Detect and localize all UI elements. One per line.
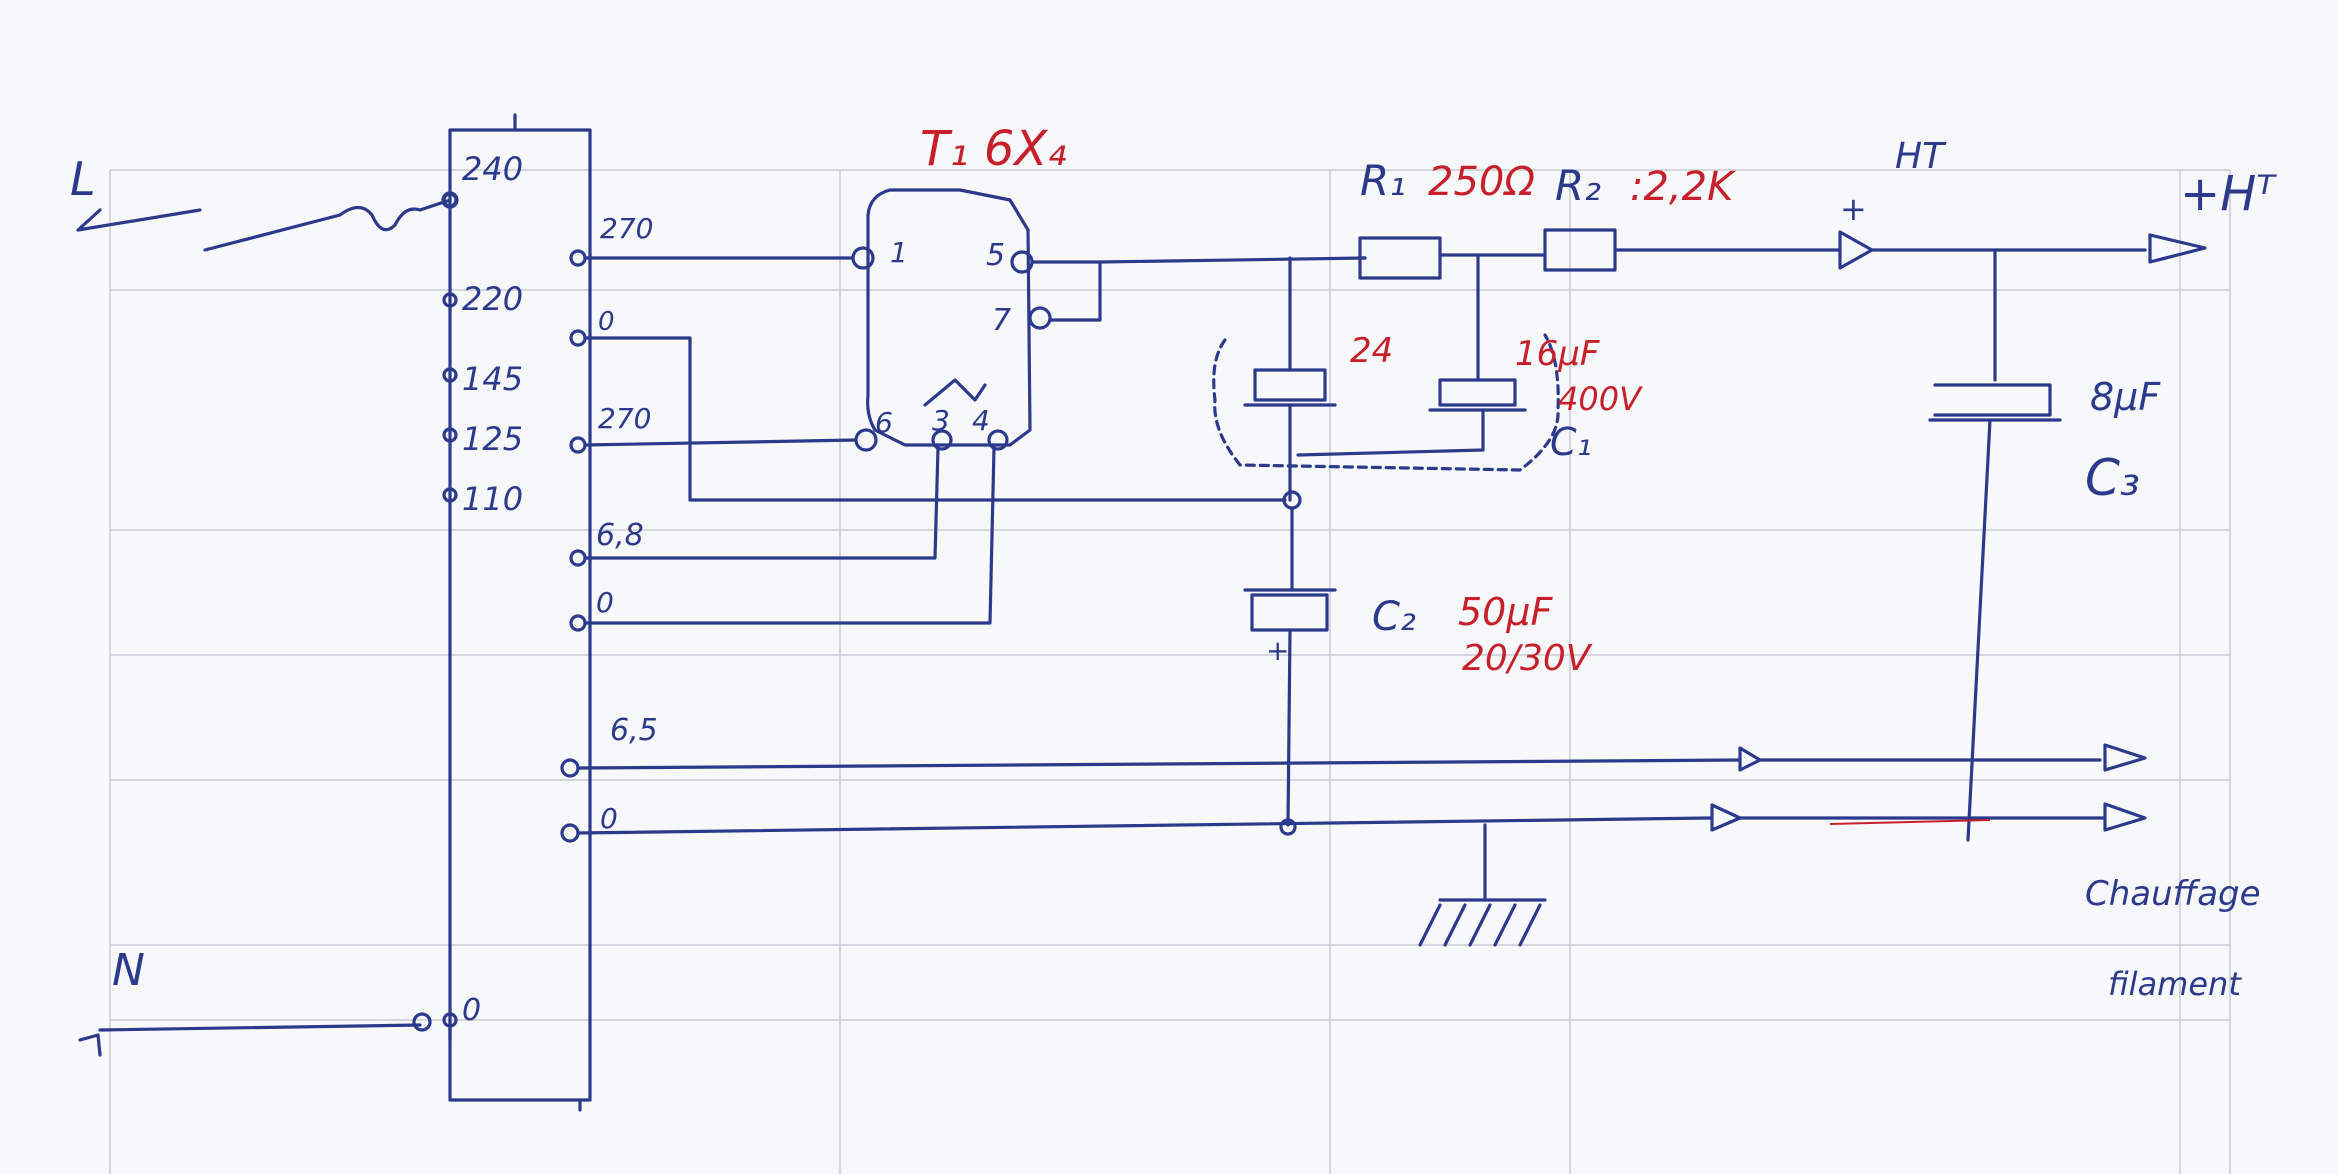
tap-220: 220 xyxy=(462,280,523,318)
ht-line: R₁ 250Ω R₂ :2,2K HT + +Hᵀ xyxy=(1358,136,2277,280)
heater-lines: Chauffage filament xyxy=(576,743,2261,1003)
r1-label: R₁ xyxy=(1360,156,1406,205)
ht-label: HT xyxy=(1895,136,1947,177)
pin-4: 4 xyxy=(972,404,990,437)
c2-voltage: 20/30V xyxy=(1462,638,1593,679)
transformer: 240 220 145 125 110 0 270 0 270 6,8 0 6,… xyxy=(442,113,658,1112)
c1-voltage: 400V xyxy=(1558,380,1643,418)
sec-270-a: 270 xyxy=(600,212,653,245)
pin-1: 1 xyxy=(890,236,908,269)
sec-0-a: 0 xyxy=(598,307,615,337)
c2-plus: + xyxy=(1266,634,1289,667)
ground-symbol xyxy=(1418,823,1547,947)
tap-110: 110 xyxy=(462,480,523,518)
pin-6: 6 xyxy=(875,406,893,439)
filament-label: filament xyxy=(2108,965,2242,1003)
c1-value-a: 24 xyxy=(1350,331,1393,371)
tube-label: T₁ 6X₄ xyxy=(920,121,1066,177)
ht-plus: + xyxy=(1840,190,1867,228)
secondary-wiring xyxy=(583,256,1367,625)
r2-label: R₂ xyxy=(1555,161,1601,210)
secondary-taps: 270 0 270 6,8 0 6,5 0 xyxy=(560,212,658,843)
chauffage-label: Chauffage xyxy=(2085,874,2261,914)
pin-5: 5 xyxy=(986,238,1005,273)
mains-line: L xyxy=(70,152,459,252)
r2-value: :2,2K xyxy=(1630,164,1736,210)
ht-output-label: +Hᵀ xyxy=(2180,166,2277,222)
sec-6-5: 6,5 xyxy=(610,713,658,748)
pin-3: 3 xyxy=(932,404,950,437)
sec-270-b: 270 xyxy=(598,402,651,435)
c3-label: C₃ xyxy=(2085,449,2140,507)
tap-145: 145 xyxy=(462,360,523,398)
line-label: L xyxy=(70,152,96,206)
tap-0-primary: 0 xyxy=(462,993,481,1028)
primary-taps: 240 220 145 125 110 0 xyxy=(442,150,523,1028)
tap-125: 125 xyxy=(462,420,523,458)
c3-value: 8µF xyxy=(2090,375,2161,419)
c2-label: C₂ xyxy=(1372,594,1416,640)
rectifier-tube: T₁ 6X₄ 1 5 7 6 3 4 xyxy=(851,121,1066,452)
c2-value: 50µF xyxy=(1458,590,1554,634)
mains-neutral: N xyxy=(78,945,432,1057)
c1-value-b: 16µF xyxy=(1515,334,1600,374)
neutral-label: N xyxy=(112,945,145,996)
r1-value: 250Ω xyxy=(1428,159,1535,205)
tap-240: 240 xyxy=(462,150,523,188)
sec-6-8: 6,8 xyxy=(596,518,644,553)
pin-7: 7 xyxy=(992,303,1011,338)
sec-0-c: 0 xyxy=(600,802,618,835)
capacitor-c2: + C₂ 50µF 20/30V xyxy=(1243,490,1593,827)
capacitor-c1: 24 16µF 400V C₁ xyxy=(1212,253,1643,502)
capacitor-c3: 8µF C₃ xyxy=(1928,250,2161,842)
c1-label: C₁ xyxy=(1550,420,1592,464)
sec-0-b: 0 xyxy=(596,586,614,619)
background-grid xyxy=(109,169,2231,1174)
